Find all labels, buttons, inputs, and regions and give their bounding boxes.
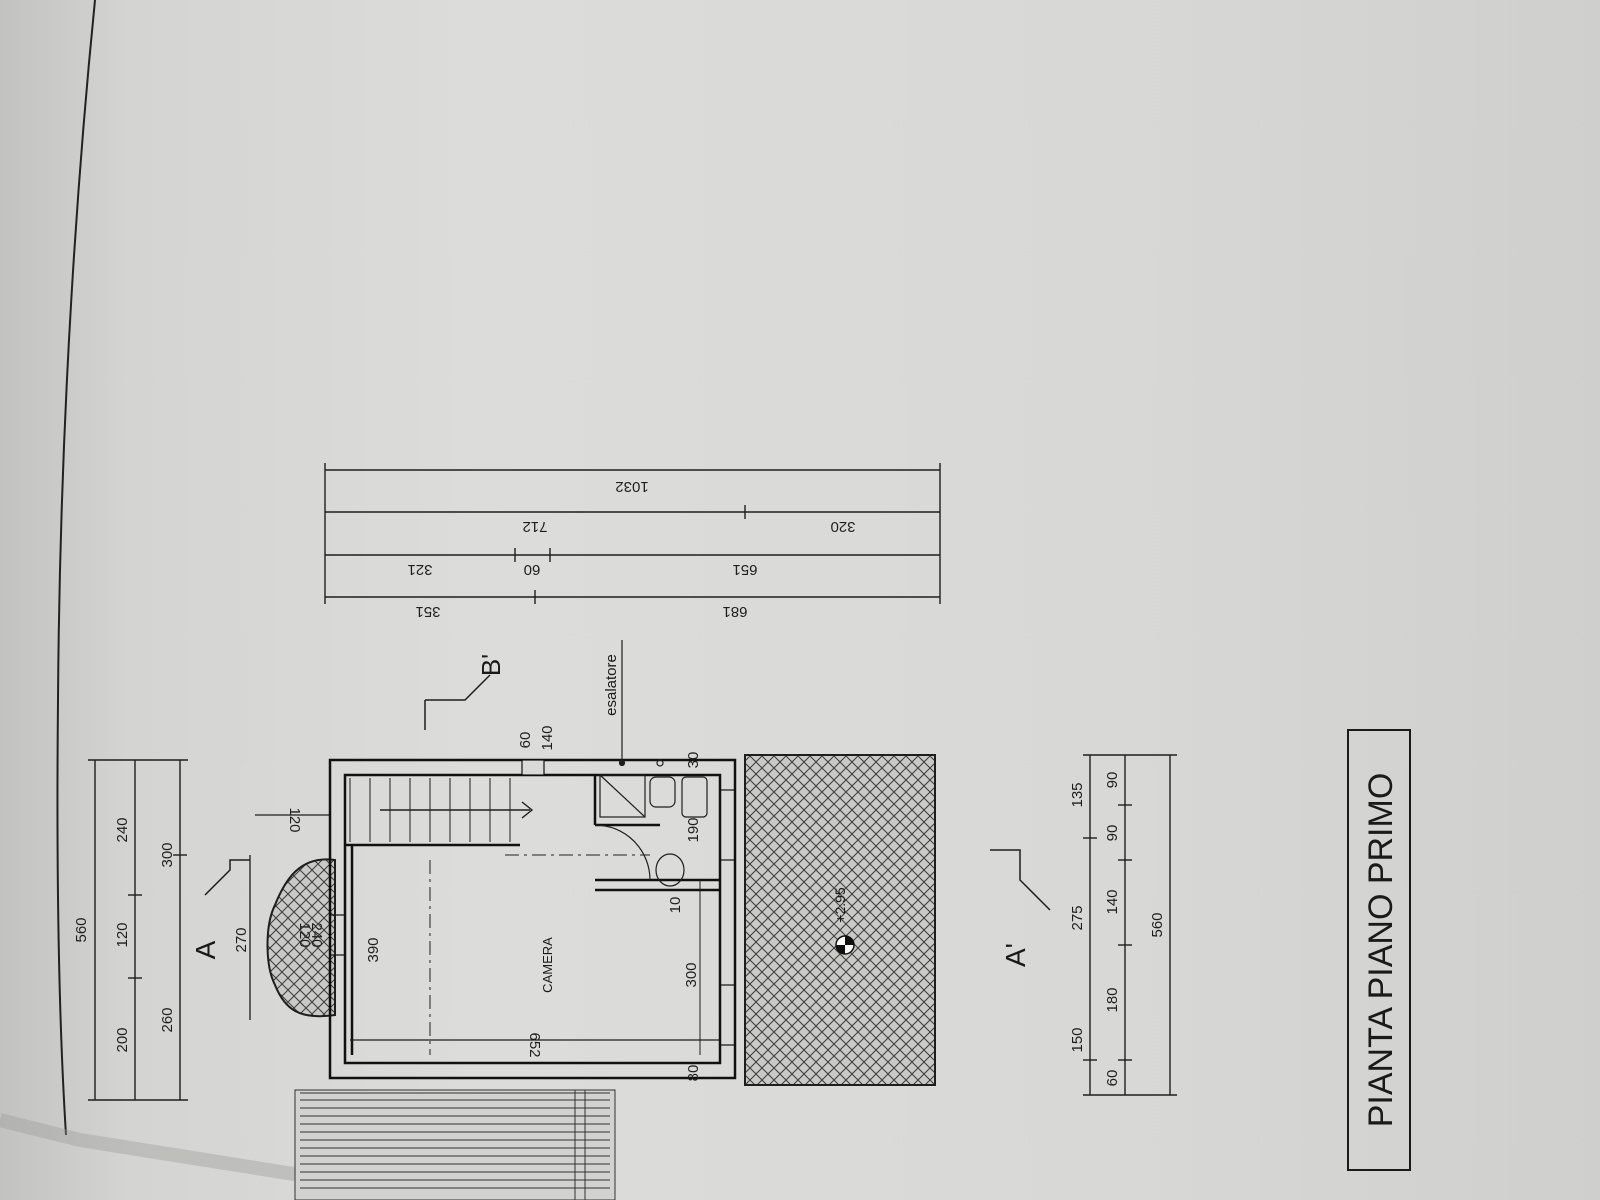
windows — [330, 759, 735, 1046]
dim-mark-30: 30 — [685, 752, 702, 769]
dim-bottom-150: 150 — [1069, 1027, 1086, 1052]
dim-top-300: 300 — [159, 842, 176, 867]
dim-bottom-90b: 90 — [1104, 772, 1121, 789]
dim-room-390: 390 — [365, 937, 382, 962]
room-axis-lines — [429, 854, 650, 1055]
dim-mark-10: 10 — [667, 897, 684, 914]
top-dimension-lines — [88, 759, 188, 1101]
dim-right-712: 712 — [522, 518, 547, 535]
section-a-marker — [204, 859, 250, 896]
dim-right-681: 681 — [722, 603, 747, 620]
dim-top-260: 260 — [159, 1007, 176, 1032]
dim-bottom-60: 60 — [1104, 1070, 1121, 1087]
dim-win-240: 240 — [308, 922, 325, 947]
height-mark: +2.95 — [832, 887, 848, 923]
dim-bottom-90a: 90 — [1104, 825, 1121, 842]
dim-right-651: 651 — [732, 561, 757, 578]
dim-right-320: 320 — [830, 518, 855, 535]
section-a-label: A — [190, 940, 221, 959]
staircase — [349, 778, 534, 842]
bathroom-fixtures — [599, 759, 708, 887]
dim-bottom-140: 140 — [1104, 889, 1121, 914]
dim-room-300: 300 — [683, 962, 700, 987]
section-a-prime-label: A' — [1000, 943, 1031, 967]
building-walls — [328, 758, 737, 1080]
page-shadow — [0, 1113, 302, 1182]
dim-bottom-total: 560 — [1149, 912, 1166, 937]
ramp-hatching — [294, 1089, 616, 1200]
dim-right-total: 1032 — [615, 478, 648, 495]
dim-bottom-180: 180 — [1104, 987, 1121, 1012]
dim-win-120: 120 — [296, 922, 313, 947]
dim-bottom-275: 275 — [1069, 905, 1086, 930]
terrace-paving — [744, 754, 936, 1086]
dim-vent-60: 60 — [517, 732, 534, 749]
dim-vent-140: 140 — [539, 725, 556, 750]
dim-bath-190: 190 — [685, 817, 702, 842]
section-a-prime-marker — [990, 849, 1051, 911]
dim-top-240: 240 — [114, 817, 131, 842]
drawing-title: PIANTA PIANO PRIMO — [1362, 773, 1400, 1128]
dim-top-total: 560 — [73, 917, 90, 942]
balcony-left — [266, 858, 336, 1018]
esalatore-label: esalatore — [603, 654, 620, 716]
dim-side-120: 120 — [286, 807, 303, 832]
dim-mark-80: 80 — [685, 1065, 702, 1082]
right-dimension-lines — [324, 463, 941, 604]
dim-bottom-135: 135 — [1069, 782, 1086, 807]
dim-right-351: 351 — [415, 603, 440, 620]
dim-right-321: 321 — [407, 561, 432, 578]
dim-top-120: 120 — [114, 922, 131, 947]
page-border — [56, 0, 96, 1136]
level-marker — [835, 935, 855, 955]
dim-top-200: 200 — [114, 1027, 131, 1052]
title-box — [1347, 729, 1411, 1171]
section-b-prime-label: B' — [476, 654, 506, 676]
bottom-dimension-lines — [1083, 754, 1177, 1096]
dim-room-652: 652 — [526, 1032, 543, 1057]
dim-right-60: 60 — [524, 561, 541, 578]
section-b-prime-marker — [424, 674, 491, 730]
dim-side-270: 270 — [233, 927, 250, 952]
door-swing — [594, 824, 651, 881]
room-label-camera: CAMERA — [540, 937, 555, 993]
